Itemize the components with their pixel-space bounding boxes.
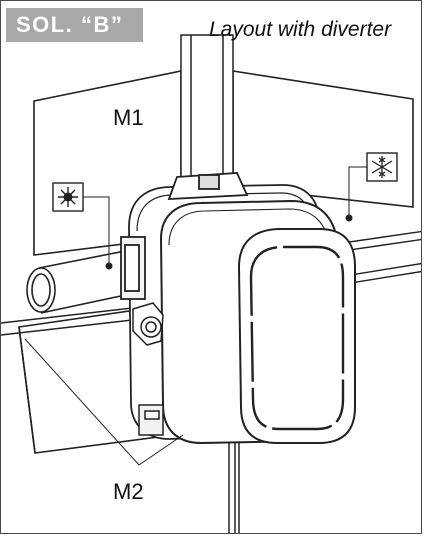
clamp-screw <box>132 302 164 436</box>
diverter-knob-panel <box>237 228 356 444</box>
sun-icon <box>52 182 84 212</box>
snowflake-icon <box>366 152 398 182</box>
connection-pipe <box>26 248 136 314</box>
solution-badge: SOL. “B” <box>6 8 143 42</box>
leader-lines <box>24 166 367 466</box>
layout-subtitle: Layout with diverter <box>209 18 392 41</box>
label-m1: M1 <box>113 105 144 130</box>
label-m2: M2 <box>113 479 144 504</box>
vertical-column <box>180 34 240 533</box>
